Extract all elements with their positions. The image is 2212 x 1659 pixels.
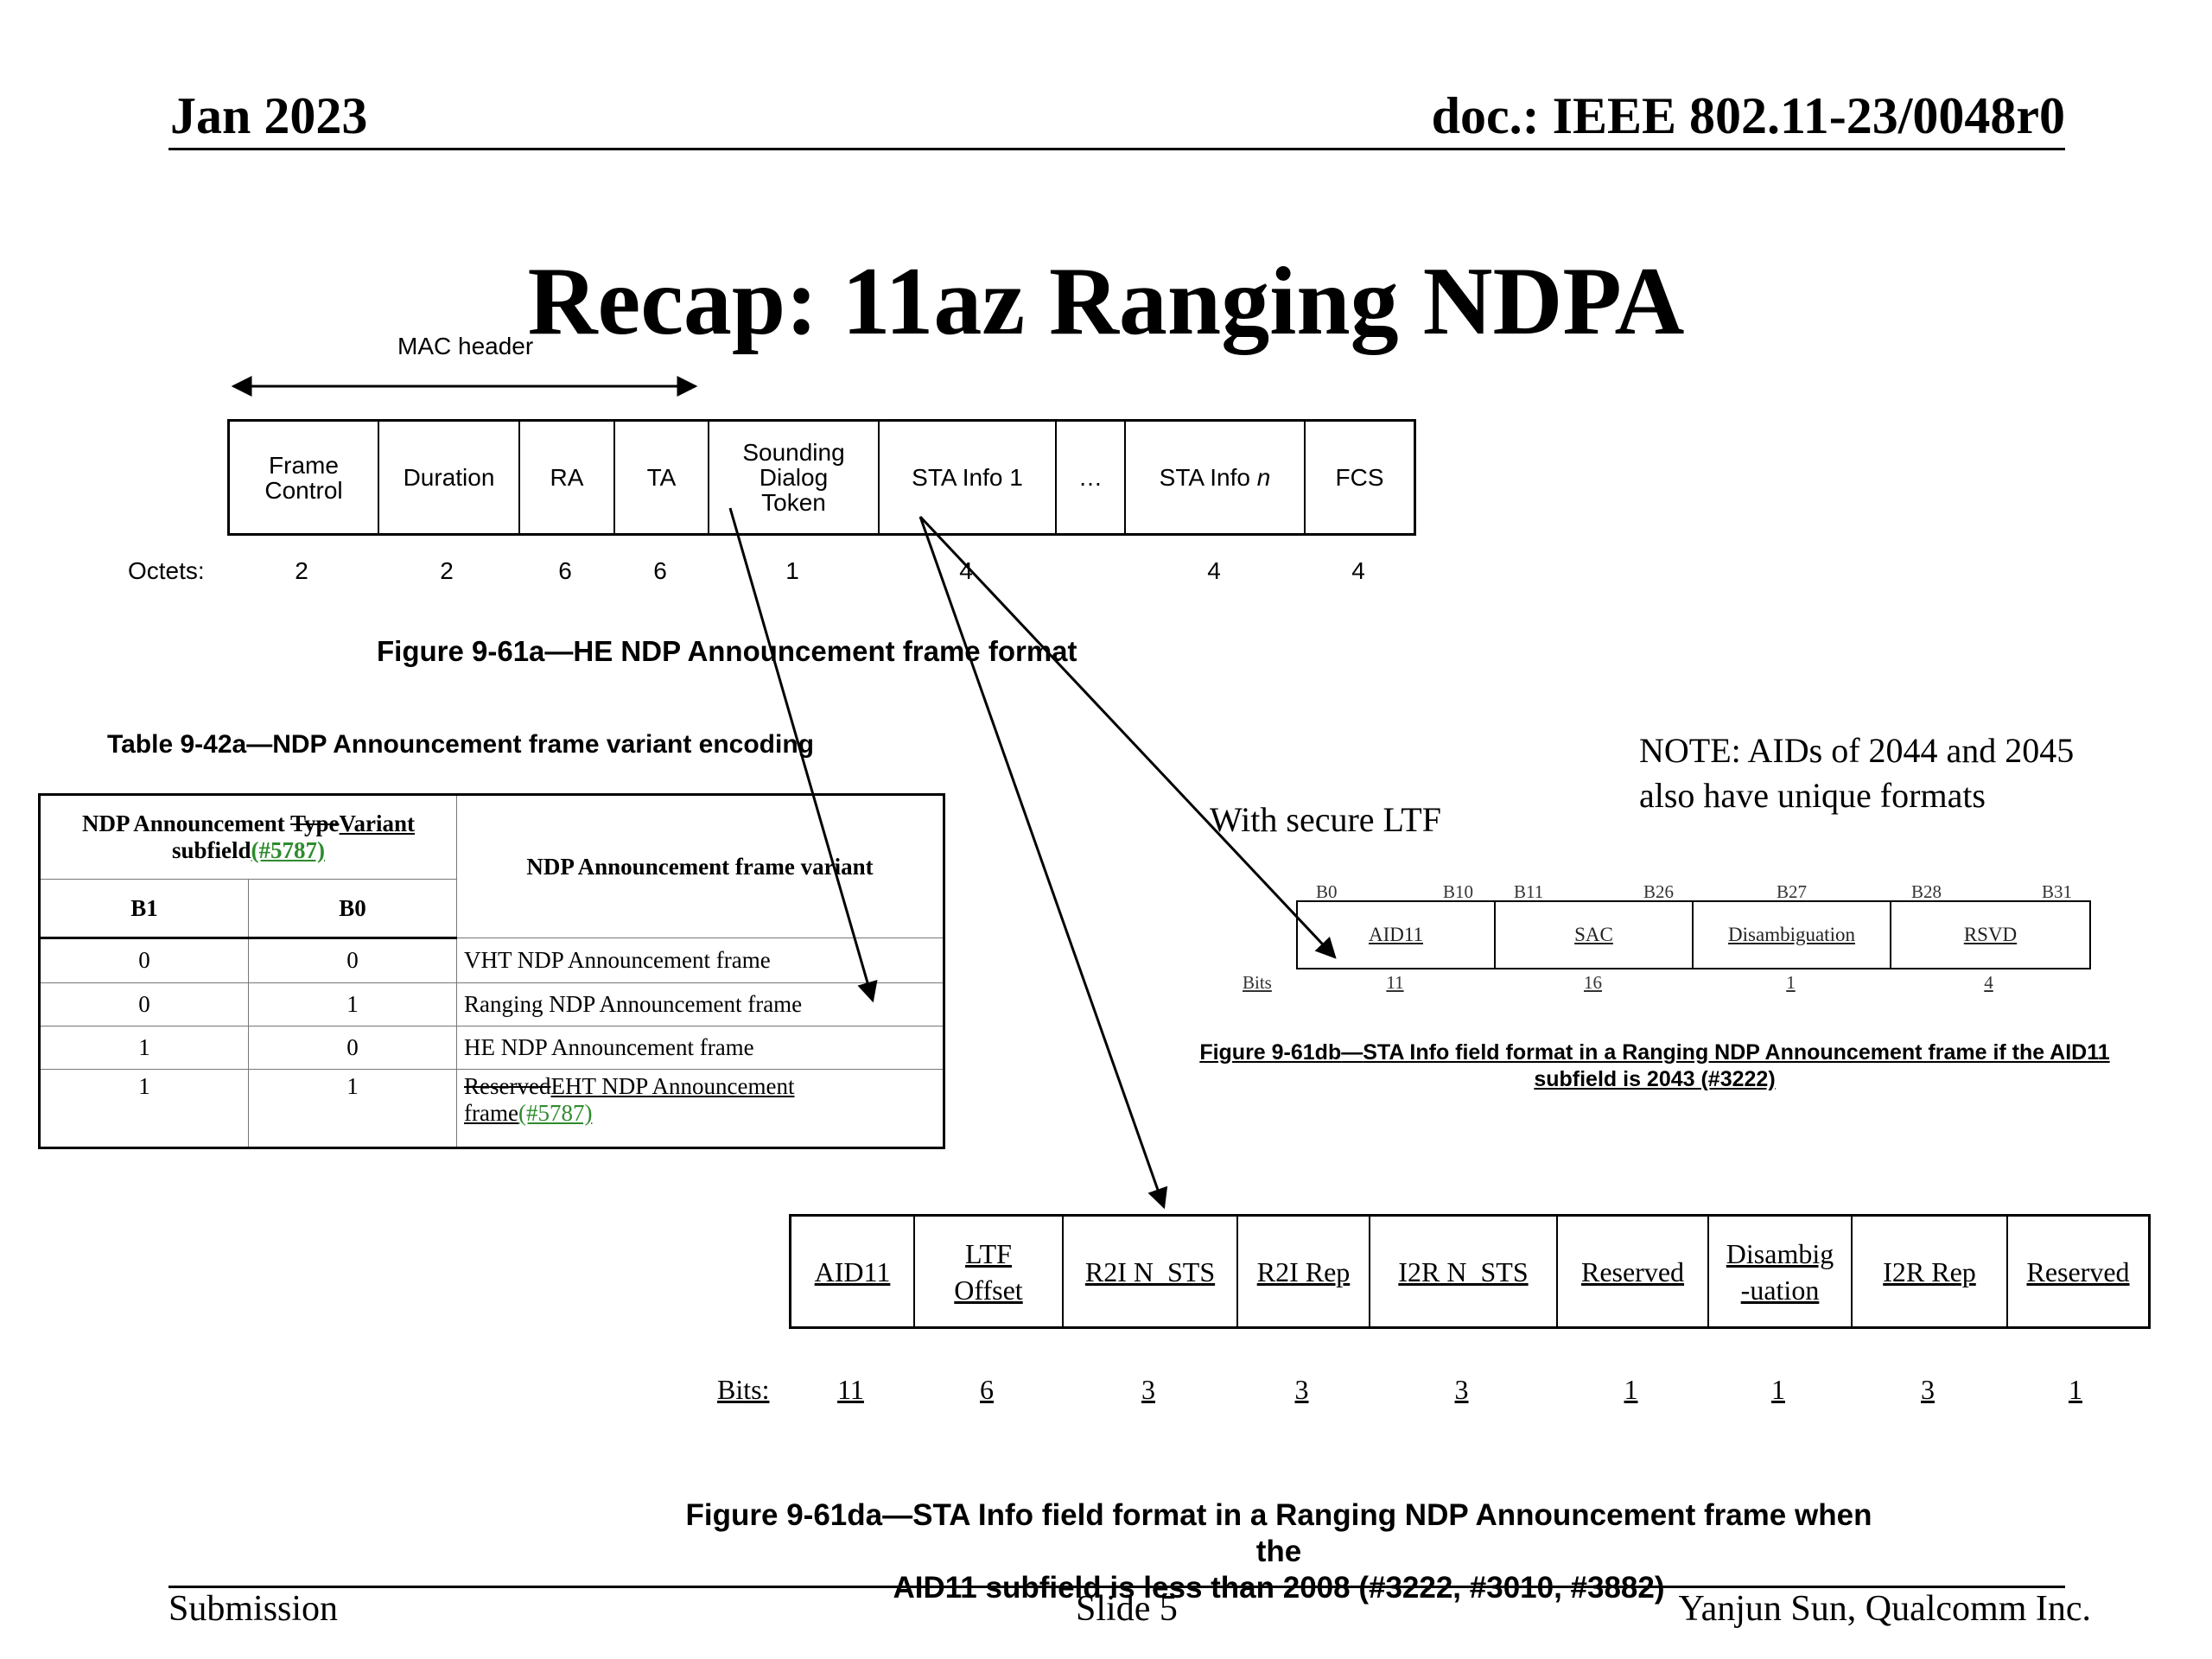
- bit-position: B26: [1643, 881, 1675, 902]
- table-row: 1 0 HE NDP Announcement frame: [39, 1025, 944, 1071]
- footer-rule: [168, 1586, 2065, 1588]
- he-ndpa-frame-format: Frame Control Duration RA TA Sounding Di…: [227, 419, 1416, 536]
- octets-label: Octets:: [128, 557, 205, 584]
- cell-variant: ReservedEHT NDP Announcement frame(#5787…: [456, 1069, 944, 1148]
- cell-b0: 0: [248, 1025, 457, 1071]
- bits-label: Bits:: [717, 1374, 770, 1405]
- sta-info-to-2043-format-arrow: [918, 515, 1337, 959]
- footer-submission: Submission: [168, 1589, 339, 1629]
- bits-value: 11: [837, 1374, 864, 1405]
- octets-value: 4: [959, 557, 973, 584]
- bit-position: B31: [2042, 881, 2073, 902]
- bits-value: 3: [1454, 1374, 1469, 1405]
- figure-9-61a-caption: Figure 9-61a—HE NDP Announcement frame f…: [377, 635, 1077, 667]
- header-rule: [168, 148, 2065, 150]
- ndpa-variant-encoding-table: NDP Announcement TypeVariant subfield(#5…: [38, 793, 945, 1149]
- bits-label: Bits: [1243, 972, 1272, 993]
- field-r2i-rep: R2I Rep: [1238, 1217, 1370, 1326]
- field-duration: Duration: [379, 422, 520, 533]
- bit-position: B27: [1777, 881, 1808, 902]
- header-b1: B1: [39, 879, 249, 939]
- field-ta: TA: [615, 422, 709, 533]
- header-date: Jan 2023: [170, 87, 368, 144]
- table-9-42a-caption: Table 9-42a—NDP Announcement frame varia…: [107, 730, 814, 759]
- bit-position: B0: [1316, 881, 1338, 902]
- secure-ltf-label: With secure LTF: [1210, 800, 1441, 839]
- field-aid11: AID11: [791, 1217, 915, 1326]
- field-disambiguation: Disambig-uation: [1709, 1217, 1853, 1326]
- bits-value: 11: [1386, 972, 1404, 993]
- field-ra: RA: [520, 422, 615, 533]
- cell-variant: VHT NDP Announcement frame: [456, 938, 944, 983]
- octets-value: 4: [1207, 557, 1221, 584]
- bit-position: B10: [1443, 881, 1474, 902]
- bits-value: 3: [1294, 1374, 1309, 1405]
- field-frame-control: Frame Control: [230, 422, 379, 533]
- field-reserved-2: Reserved: [2026, 1255, 2130, 1287]
- field-i2r-rep: I2R Rep: [1853, 1217, 2008, 1326]
- footer-author: Yanjun Sun, Qualcomm Inc.: [1678, 1589, 2091, 1629]
- table-row: 0 1 Ranging NDP Announcement frame: [39, 982, 944, 1027]
- field-sounding-dialog-token: Sounding Dialog Token: [709, 422, 880, 533]
- field-sac: SAC: [1496, 902, 1694, 968]
- bits-value: 16: [1584, 972, 1602, 993]
- bits-value: 3: [1141, 1374, 1155, 1405]
- bits-value: 1: [1771, 1374, 1785, 1405]
- aid-note: NOTE: AIDs of 2044 and 2045 also have un…: [1639, 731, 2075, 815]
- table-row: 0 0 VHT NDP Announcement frame: [39, 938, 944, 983]
- sta-info-2043-format: AID11 SAC Disambiguation RSVD: [1296, 900, 2091, 969]
- bits-value: 4: [1984, 972, 1993, 993]
- mac-header-label: MAC header: [397, 333, 534, 359]
- field-sta-info-1: STA Info 1: [880, 422, 1057, 533]
- octets-value: 2: [295, 557, 308, 584]
- bits-value: 3: [1921, 1374, 1935, 1405]
- cell-b0: 1: [248, 1069, 457, 1148]
- header-subfield: NDP Announcement TypeVariant subfield(#5…: [39, 794, 457, 880]
- sta-info-to-ranging-format-arrow: [918, 516, 1168, 1210]
- slide-title: Recap: 11az Ranging NDPA: [527, 248, 1685, 355]
- cell-b1: 1: [39, 1025, 249, 1071]
- header-doc-id: doc.: IEEE 802.11-23/0048r0: [1431, 87, 2065, 144]
- bits-value: 1: [1786, 972, 1796, 993]
- cell-b1: 0: [39, 982, 249, 1027]
- field-ellipsis: …: [1057, 422, 1126, 533]
- field-reserved: Reserved: [1558, 1217, 1709, 1326]
- bit-position: B11: [1514, 881, 1544, 902]
- bits-value: 1: [1624, 1374, 1638, 1405]
- bits-value: 6: [980, 1374, 994, 1405]
- field-rsvd: RSVD: [1963, 924, 2018, 945]
- field-fcs: FCS: [1335, 464, 1384, 491]
- footer-slide-number: Slide 5: [1076, 1589, 1178, 1629]
- bit-position: B28: [1911, 881, 1942, 902]
- table-row: 1 1 ReservedEHT NDP Announcement frame(#…: [39, 1069, 944, 1148]
- field-r2i-n-sts: R2I N_STS: [1064, 1217, 1238, 1326]
- octets-value: 2: [440, 557, 454, 584]
- octets-value: 6: [558, 557, 572, 584]
- octets-value: 6: [653, 557, 667, 584]
- octets-value: 4: [1351, 557, 1365, 584]
- field-aid11: AID11: [1298, 902, 1496, 968]
- field-i2r-n-sts: I2R N_STS: [1370, 1217, 1558, 1326]
- header-variant: NDP Announcement frame variant: [456, 794, 944, 938]
- bits-value: 1: [2069, 1374, 2082, 1405]
- field-disambiguation: Disambiguation: [1694, 902, 1891, 968]
- cell-variant: HE NDP Announcement frame: [456, 1025, 944, 1071]
- octets-value: 1: [785, 557, 799, 584]
- header-b0: B0: [248, 879, 457, 939]
- token-to-table-arrow: [728, 507, 878, 1003]
- field-sta-info-n: STA Info n: [1126, 422, 1306, 533]
- cell-b0: 1: [248, 982, 457, 1027]
- figure-9-61db-caption: Figure 9-61db—STA Info field format in a…: [1199, 1040, 2110, 1091]
